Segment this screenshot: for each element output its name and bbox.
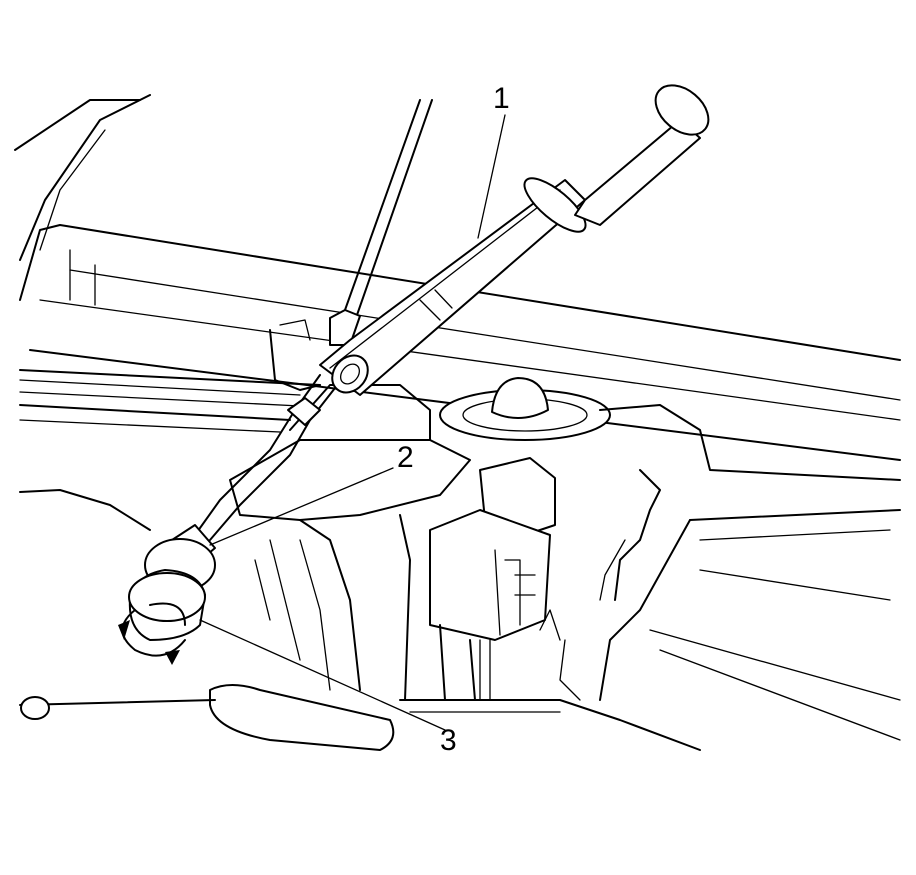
rubber-grommet xyxy=(439,377,611,441)
engine-bay-right xyxy=(539,404,901,741)
leader-lines xyxy=(199,114,506,731)
cowl-panel xyxy=(19,369,321,531)
callout-3: 3 xyxy=(440,724,457,757)
engine-bay-lower xyxy=(19,684,701,751)
callout-1: 1 xyxy=(493,82,510,115)
callout-2: 2 xyxy=(397,441,414,474)
rod xyxy=(329,99,433,346)
reservoir-cap xyxy=(128,538,216,641)
syringe xyxy=(319,84,710,396)
rotation-arrow-icon xyxy=(118,602,186,665)
electrical-connector xyxy=(429,457,556,701)
